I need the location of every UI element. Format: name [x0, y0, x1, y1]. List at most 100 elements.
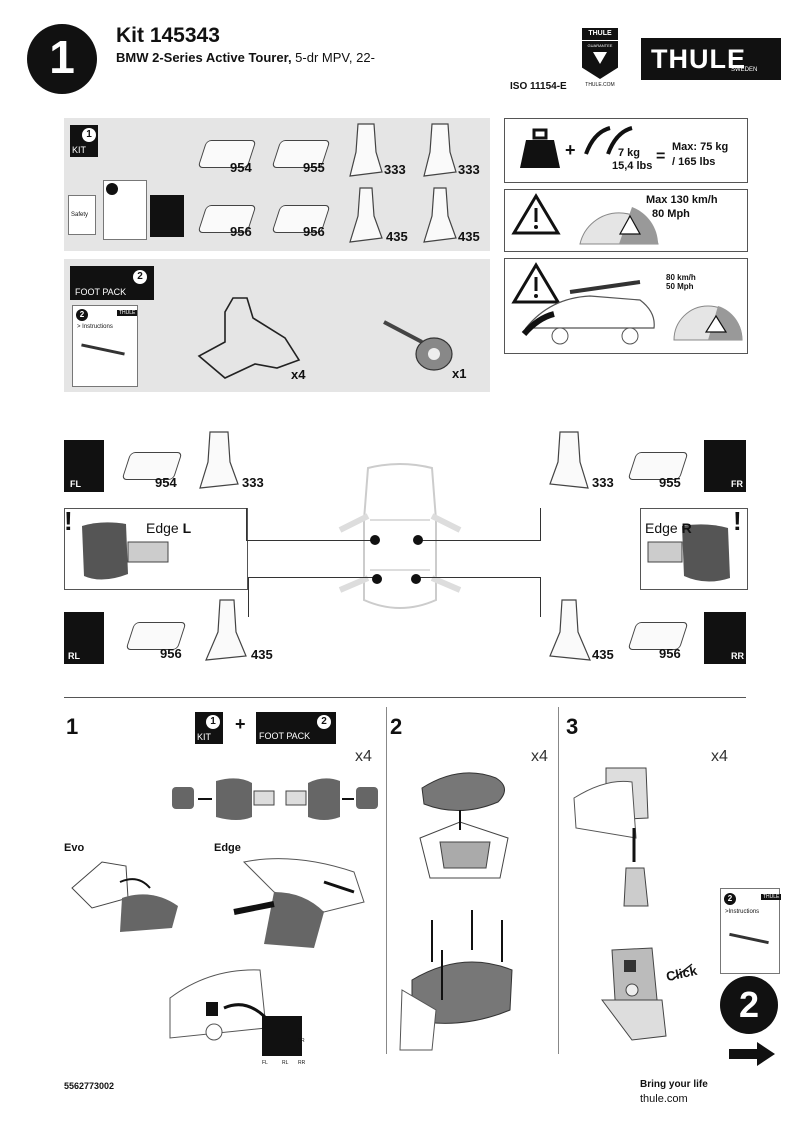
speedometer-icon-wind [673, 305, 743, 341]
pad-956-number-1: 956 [230, 224, 252, 239]
roof-bar-icon [81, 343, 125, 356]
step-3-booklet-label: >Instructions [725, 909, 760, 915]
car-with-rack-icon [521, 280, 655, 345]
pad-955-number: 955 [303, 160, 325, 175]
step-2-press-image [399, 910, 513, 1051]
step-3-click-image [601, 947, 693, 1041]
connector-fr-vert [540, 508, 542, 541]
rubber-pad-qty: x4 [291, 367, 306, 382]
vehicle-model: BMW 2-Series Active Tourer, [116, 50, 292, 65]
safety-booklet: Safety [68, 195, 96, 235]
max-load-kg: Max: 75 kg [672, 141, 729, 153]
edge-l-warning-icon: ! [64, 506, 73, 536]
position-rl-image [64, 612, 104, 664]
guarantee-seal: THULE GUARANTEE THULE.COM [582, 28, 618, 88]
section-divider [64, 697, 746, 698]
foot-435-number-2: 435 [458, 229, 480, 244]
connector-rr-vert [540, 577, 542, 617]
foot-333-number-2: 333 [458, 162, 480, 177]
edge-r-label: Edge R [645, 520, 692, 536]
position-rr-image [704, 612, 746, 664]
edge-r-side: R [681, 520, 692, 536]
step-3-number: 3 [566, 714, 579, 739]
step-1-kit-num: 1 [206, 715, 220, 729]
edge-r-word: Edge [645, 520, 682, 536]
mount-point-fr [413, 535, 423, 545]
position-rr-foot-number: 435 [592, 647, 614, 662]
step-divider-1 [386, 707, 387, 1054]
rack-weight-lbs: 15,4 lbs [612, 160, 653, 172]
foot-333-image-2 [423, 123, 457, 177]
car-fit-sheet [150, 195, 184, 237]
step-1-fl-tag: FL [262, 1060, 268, 1066]
load-plus: + [565, 140, 576, 160]
car-top-view [338, 463, 462, 609]
position-fl-pad-number: 954 [155, 475, 177, 490]
step-number: 1 [49, 31, 75, 83]
connector-fr [420, 540, 540, 542]
foot-pack-badge-num: 2 [133, 270, 147, 284]
vehicle-line: BMW 2-Series Active Tourer, 5-dr MPV, 22… [116, 50, 375, 65]
connector-fl [246, 540, 374, 542]
foot-435-image-2 [423, 187, 457, 243]
step-number-badge [27, 24, 97, 94]
position-rr-pad-number: 956 [659, 646, 681, 661]
step-1-edge-label: Edge [214, 842, 241, 854]
foot-pack-booklet: 2 THULE > Instructions [72, 305, 138, 387]
kit-badge-label: KIT [72, 145, 87, 155]
mount-point-rr [411, 574, 421, 584]
position-rl-foot [205, 599, 247, 661]
step-1-fp-label: FOOT PACK [259, 731, 311, 741]
step-3-booklet-num: 2 [724, 893, 736, 905]
edge-l-foot-image [82, 522, 169, 580]
guarantee-top-bar: THULE [582, 28, 618, 40]
step-1-rr-tag: RR [298, 1060, 306, 1066]
step-1-evo-label: Evo [64, 842, 85, 854]
mount-point-fl [370, 535, 380, 545]
step-2-number: 2 [390, 714, 403, 739]
edge-l-word: Edge [146, 520, 183, 536]
edge-r-foot-image [647, 524, 730, 582]
footer-url[interactable]: thule.com [640, 1093, 688, 1105]
step-3-booklet-brand: THULE [761, 894, 782, 900]
speed-max-mph: 80 Mph [652, 208, 690, 220]
iso-standard: ISO 11154-E [510, 81, 567, 92]
position-fr-pad-number: 955 [659, 475, 681, 490]
connector-rl-vert [248, 577, 250, 617]
position-fr-tag: FR [731, 479, 743, 489]
step-3-qty: x4 [711, 748, 728, 765]
kit-title: Kit 145343 [116, 24, 220, 47]
next-arrow-icon [729, 1042, 775, 1066]
position-rr-tag: RR [731, 651, 744, 661]
position-fl-image [64, 440, 104, 492]
load-equals: = [656, 148, 666, 165]
roof-bars-icon [584, 126, 633, 155]
speed-max-kmh: Max 130 km/h [646, 194, 718, 206]
max-load-lbs: / 165 lbs [672, 156, 716, 168]
position-fr-foot-number: 333 [592, 475, 614, 490]
step-divider-2 [558, 707, 559, 1054]
connector-rl [248, 577, 374, 579]
step-1-edge-image [233, 858, 365, 948]
foot-pack-booklet-num: 2 [76, 309, 88, 321]
step-1-fp-num: 2 [317, 715, 331, 729]
pad-956-number-2: 956 [303, 224, 325, 239]
pad-954-number: 954 [230, 160, 252, 175]
next-step-badge [720, 976, 778, 1034]
position-rl-pad-number: 956 [160, 646, 182, 661]
position-rl-tag: RL [68, 651, 80, 661]
mount-point-rl [372, 574, 382, 584]
speedometer-icon [579, 207, 659, 245]
wind-speed-mph: 50 Mph [666, 282, 694, 291]
foot-pack-booklet-label: > Instructions [77, 324, 113, 330]
key-tool-qty: x1 [452, 366, 467, 381]
foot-435-image-1 [349, 187, 383, 243]
key-tool-image [383, 320, 453, 371]
footer-tagline: Bring your life [640, 1079, 708, 1090]
safety-label: Safety [71, 212, 89, 218]
kit-badge-num: 1 [82, 128, 96, 142]
foot-pack-booklet-brand: THULE [117, 310, 138, 316]
position-fr-image [704, 440, 746, 492]
step-1-fr-tag: FR [298, 1038, 305, 1044]
edge-l-label: Edge L [146, 520, 191, 536]
